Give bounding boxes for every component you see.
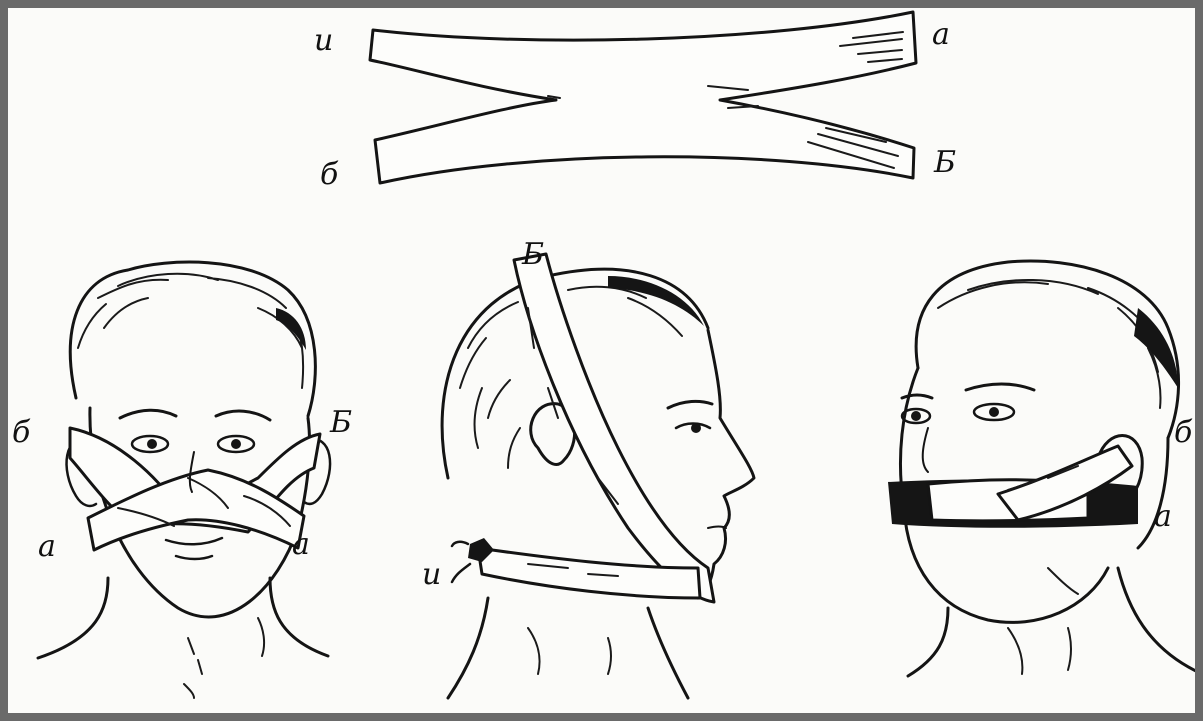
front-label-left-lower: а — [38, 532, 56, 562]
strip-label-bottom-right: Б — [934, 148, 956, 178]
side-label-top: Б — [522, 240, 544, 270]
front-label-right-upper: Б — [330, 408, 352, 438]
three-quarter-view-head — [888, 261, 1195, 676]
bandage-diagram — [8, 8, 1195, 713]
strip-label-bottom-left: б — [320, 160, 338, 190]
bandage-strip — [370, 12, 916, 183]
three-quarter-label-lower: а — [1154, 502, 1172, 532]
side-view-head — [442, 254, 754, 698]
illustration-sheet: и а б Б б Б а а Б и б а — [8, 8, 1195, 713]
front-view-head — [38, 262, 330, 698]
front-label-left-upper: б — [12, 418, 30, 448]
front-label-right-lower: а — [292, 530, 310, 560]
strip-label-top-right: а — [932, 20, 950, 50]
side-label-knot: и — [422, 560, 441, 590]
three-quarter-label-upper: б — [1174, 418, 1192, 448]
strip-label-top-left: и — [314, 26, 333, 56]
